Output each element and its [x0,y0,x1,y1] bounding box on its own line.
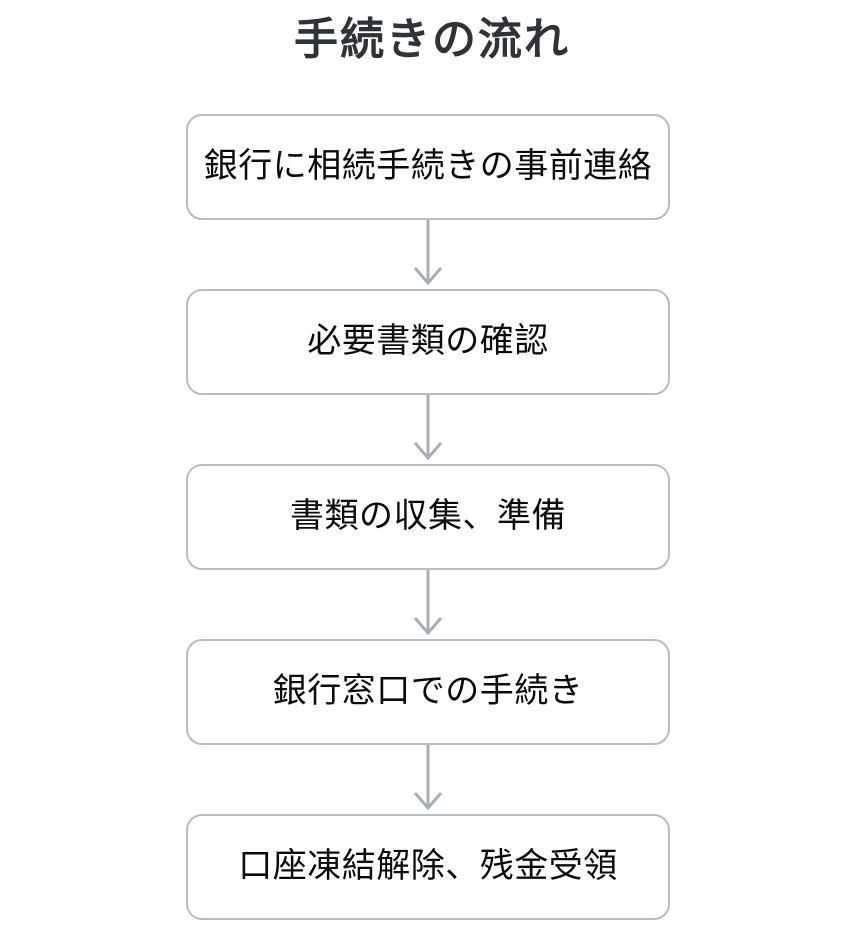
flow-step-5-label: 口座凍結解除、残金受領 [238,847,618,886]
flow-connector-4-5 [186,745,670,814]
arrow-down-icon [413,570,443,636]
flow-connector-2-3 [186,395,670,464]
flow-connector-3-4 [186,570,670,639]
flow-step-2-label: 必要書類の確認 [307,322,549,361]
flow-step-4: 銀行窓口での手続き [186,639,670,745]
flow-step-5: 口座凍結解除、残金受領 [186,814,670,920]
flow-step-list: 銀行に相続手続きの事前連絡 必要書類の確認 書類の収集、準備 [186,114,670,920]
flow-step-2: 必要書類の確認 [186,289,670,395]
flow-connector-1-2 [186,220,670,289]
flow-step-3: 書類の収集、準備 [186,464,670,570]
arrow-down-icon [413,745,443,811]
flow-step-3-label: 書類の収集、準備 [290,497,566,536]
flow-step-1-label: 銀行に相続手続きの事前連絡 [203,147,653,186]
flow-step-1: 銀行に相続手続きの事前連絡 [186,114,670,220]
page-title: 手続きの流れ [294,15,570,64]
arrow-down-icon [413,395,443,461]
flow-step-4-label: 銀行窓口での手続き [272,672,584,711]
arrow-down-icon [413,220,443,286]
